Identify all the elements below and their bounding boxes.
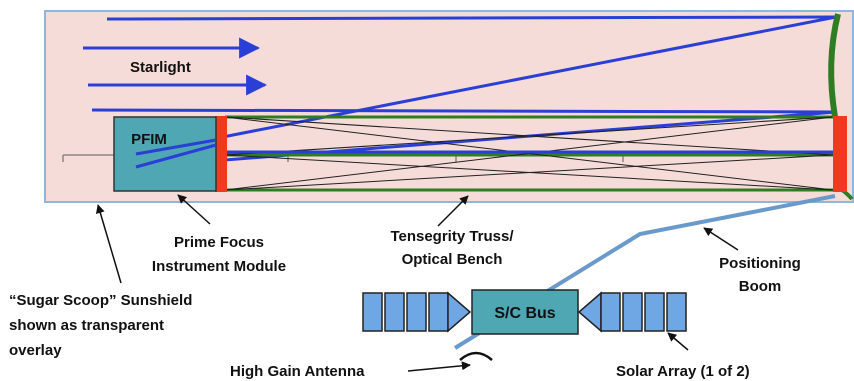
solar-panel-icon <box>384 292 405 332</box>
light-ray-bottom <box>91 108 837 114</box>
solar-panel-icon <box>644 292 665 332</box>
positioning-label-line1: Positioning <box>719 255 801 272</box>
tensegrity-label-line1: Tensegrity Truss/ <box>390 228 514 245</box>
sc-bus <box>471 289 579 335</box>
solar-array-left <box>362 291 472 333</box>
light-ray-top <box>106 15 836 21</box>
solar-array-right <box>577 291 687 333</box>
solar-panel-icon <box>406 292 427 332</box>
starlight-label: Starlight <box>130 59 191 76</box>
arrow-icon <box>703 227 739 251</box>
solar-panel-icon <box>428 292 449 332</box>
solar-panel-icon <box>622 292 643 332</box>
arrow-icon <box>407 361 471 372</box>
prime-focus-label-line2: Instrument Module <box>152 258 286 275</box>
antenna-dish-icon <box>459 351 493 361</box>
sunshield-label-line1: “Sugar Scoop” Sunshield <box>9 292 192 309</box>
sunshield-label-line2: shown as transparent <box>9 317 164 334</box>
solar-panel-icon <box>362 292 383 332</box>
arrow-icon <box>177 194 211 225</box>
tensegrity-truss <box>224 115 834 192</box>
prime-focus-label-line1: Prime Focus <box>174 234 264 251</box>
solar-array-label: Solar Array (1 of 2) <box>616 363 750 380</box>
arrow-icon <box>667 332 689 351</box>
tensegrity-label-line2: Optical Bench <box>402 251 503 268</box>
pfim-end-plate <box>215 116 227 192</box>
reflected-ray-1 <box>135 15 837 156</box>
pfim-label: PFIM <box>131 131 167 148</box>
sunshield-label-line3: overlay <box>9 342 62 359</box>
solar-panel-icon <box>600 292 621 332</box>
reflected-ray-2 <box>135 110 837 169</box>
solar-panel-icon <box>666 292 687 332</box>
high-gain-antenna-label: High Gain Antenna <box>230 363 365 380</box>
pfim-module <box>113 116 217 192</box>
primary-mirror <box>828 13 841 118</box>
positioning-label-line2: Boom <box>739 278 782 295</box>
mirror-end-plate <box>833 116 847 192</box>
sc-bus-label: S/C Bus <box>494 305 555 322</box>
arrow-icon <box>437 195 469 227</box>
arrow-icon <box>95 204 122 284</box>
